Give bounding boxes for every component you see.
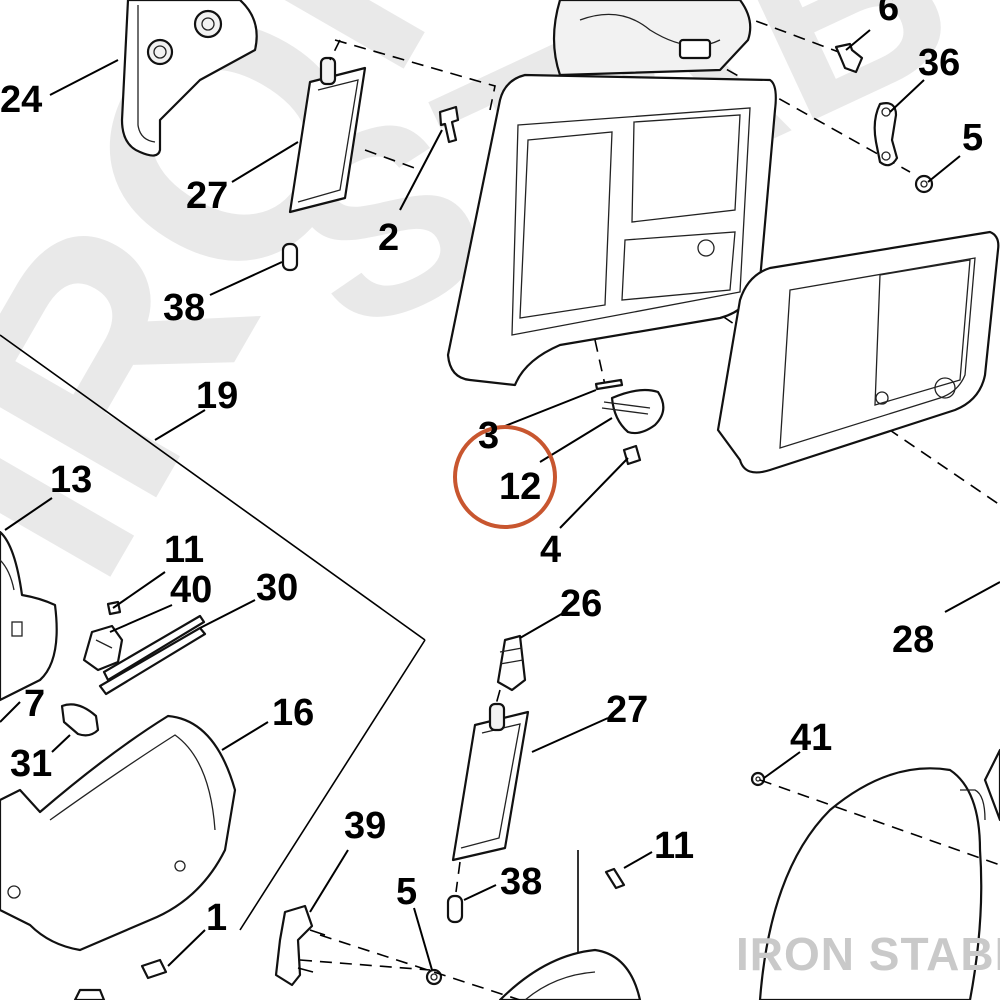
callout-4: 4 bbox=[540, 529, 561, 571]
part-28-side-panel bbox=[716, 230, 1000, 474]
part-1-screw bbox=[140, 958, 168, 980]
callout-labels: 24 27 2 38 6 36 5 19 3 12 4 13 11 40 30 … bbox=[0, 0, 983, 939]
brand-watermark: IRON STABLE bbox=[736, 928, 1000, 980]
callout-7: 7 bbox=[24, 683, 45, 725]
part-38-peg-bottom bbox=[446, 894, 464, 924]
callout-11-lower: 11 bbox=[654, 825, 694, 867]
callout-24: 24 bbox=[0, 79, 42, 121]
callout-40: 40 bbox=[170, 569, 212, 611]
callout-1: 1 bbox=[206, 897, 227, 939]
callout-31: 31 bbox=[10, 743, 52, 785]
leader-lines bbox=[0, 29, 1000, 971]
part-16-shroud bbox=[0, 714, 237, 952]
callout-2: 2 bbox=[378, 217, 399, 259]
part-26-connector bbox=[496, 634, 527, 692]
callout-3: 3 bbox=[478, 415, 499, 457]
part-2-bolt bbox=[438, 105, 460, 144]
part-31-clip bbox=[60, 703, 100, 737]
callout-12: 12 bbox=[499, 466, 541, 508]
part-24-bracket bbox=[120, 0, 258, 157]
callout-11: 11 bbox=[164, 529, 204, 571]
highlight-circle bbox=[453, 425, 557, 529]
callout-16: 16 bbox=[272, 692, 314, 734]
callout-36: 36 bbox=[918, 42, 960, 84]
callout-27: 27 bbox=[186, 175, 228, 217]
part-12-band bbox=[601, 388, 665, 435]
part-housing-frame bbox=[446, 0, 777, 387]
part-36-clamp bbox=[873, 102, 899, 167]
part-bottom-fragments bbox=[73, 948, 642, 1000]
part-27-door-bottom bbox=[451, 702, 530, 862]
part-4-cap bbox=[622, 444, 642, 466]
part-11-screw-right bbox=[604, 867, 626, 890]
part-30-rod bbox=[98, 614, 207, 696]
part-38-peg-top bbox=[281, 242, 299, 272]
part-3-clip bbox=[594, 378, 624, 391]
callout-5-lower: 5 bbox=[396, 871, 417, 913]
part-39-bracket bbox=[274, 904, 326, 987]
callout-27-lower: 27 bbox=[606, 689, 648, 731]
part-5-nut-top bbox=[914, 174, 934, 194]
callout-26: 26 bbox=[560, 583, 602, 625]
callout-5: 5 bbox=[962, 117, 983, 159]
assembly-lines-lower bbox=[299, 689, 1000, 1000]
callout-19: 19 bbox=[196, 375, 238, 417]
callout-38-lower: 38 bbox=[500, 861, 542, 903]
callout-38: 38 bbox=[163, 287, 205, 329]
callout-6: 6 bbox=[878, 0, 899, 29]
part-13-cover bbox=[0, 530, 58, 702]
callout-28: 28 bbox=[892, 619, 934, 661]
callout-30: 30 bbox=[256, 567, 298, 609]
part-41-washer bbox=[750, 771, 766, 787]
callout-41: 41 bbox=[790, 717, 832, 759]
part-27-door-top bbox=[288, 56, 367, 214]
part-5-nut-bottom bbox=[425, 968, 443, 986]
part-40-bracket bbox=[82, 624, 124, 672]
callout-39: 39 bbox=[344, 805, 386, 847]
callout-13: 13 bbox=[50, 459, 92, 501]
part-dome-housing bbox=[758, 748, 1000, 1000]
part-6-bolt bbox=[834, 42, 864, 74]
